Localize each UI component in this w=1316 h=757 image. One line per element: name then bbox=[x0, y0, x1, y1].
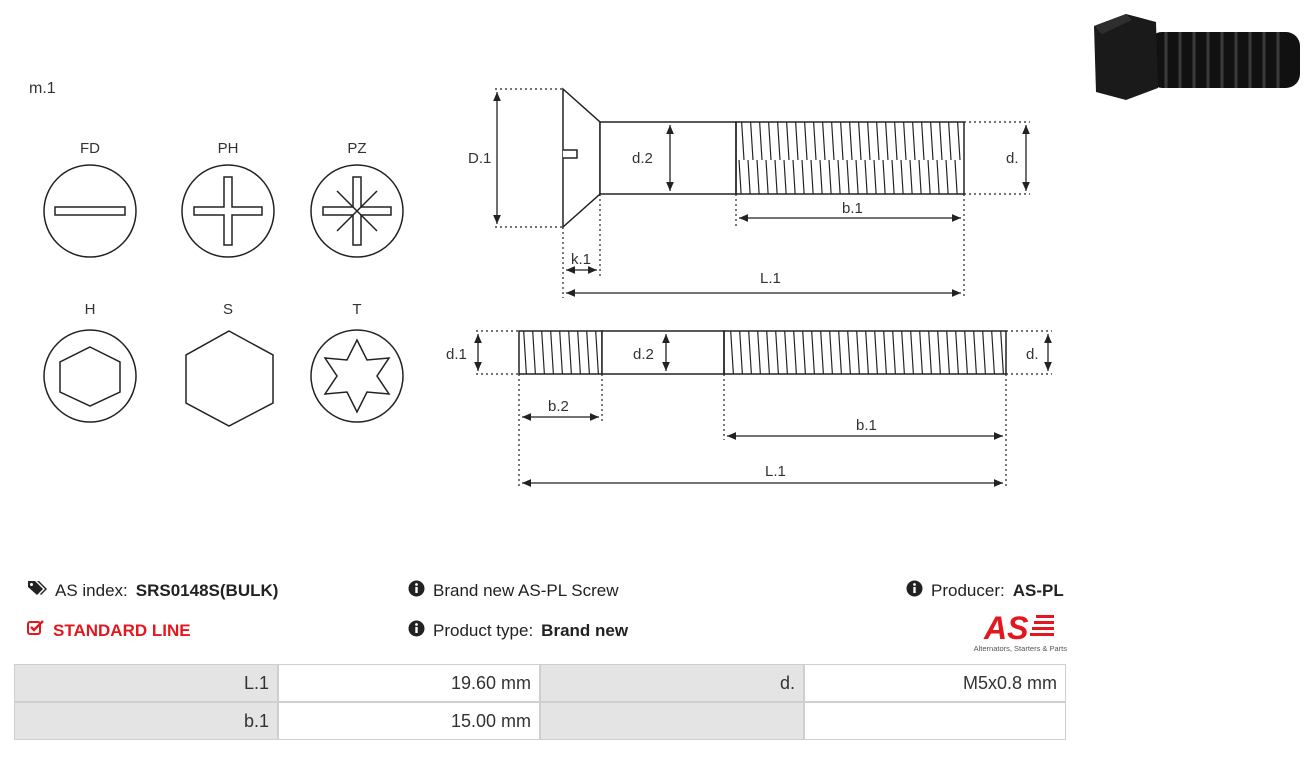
dim-label-d1: d.1 bbox=[446, 346, 467, 363]
logo-text: AS bbox=[983, 610, 1029, 646]
hex-socket-drive-icon bbox=[43, 329, 137, 423]
dim-label-d2-top: d.2 bbox=[632, 150, 653, 167]
info-icon bbox=[408, 580, 425, 602]
check-square-icon bbox=[27, 620, 45, 641]
spec-value: 15.00 mm bbox=[278, 702, 540, 740]
standard-line-label: STANDARD LINE bbox=[53, 620, 191, 640]
dim-label-b2: b.2 bbox=[548, 398, 569, 415]
product-photo bbox=[1094, 14, 1300, 100]
slotted-drive-icon bbox=[43, 164, 137, 258]
as-index-label: AS index: bbox=[55, 580, 128, 600]
spec-value bbox=[804, 702, 1066, 740]
as-index-value: SRS0148S(BULK) bbox=[135, 580, 279, 600]
info-icon bbox=[408, 620, 425, 642]
producer-value: AS-PL bbox=[1012, 581, 1064, 600]
spec-key bbox=[540, 702, 804, 740]
stud-bolt bbox=[518, 330, 1007, 375]
dim-label-L1-top: L.1 bbox=[760, 270, 781, 287]
standard-line-row: STANDARD LINE bbox=[27, 620, 191, 641]
as-index-row: AS index: SRS0148S(BULK) bbox=[27, 580, 278, 601]
spec-table: L.1 19.60 mm d. M5x0.8 mm b.1 15.00 mm bbox=[14, 664, 1066, 740]
spec-key: b.1 bbox=[14, 702, 278, 740]
producer-label: Producer: bbox=[931, 581, 1005, 600]
product-type-label: Product type: bbox=[433, 621, 534, 640]
producer-row: Producer: AS-PL bbox=[906, 580, 1064, 602]
dim-label-D1: D.1 bbox=[468, 150, 491, 167]
torx-drive-icon bbox=[310, 329, 404, 423]
as-logo: AS Alternators, Starters & Parts bbox=[964, 608, 1068, 654]
product-type-row: Product type: Brand new bbox=[408, 620, 628, 642]
brand-row: Brand new AS-PL Screw bbox=[408, 580, 619, 602]
dim-label-d-bottom: d. bbox=[1026, 346, 1039, 363]
dim-label-b1-bottom: b.1 bbox=[856, 417, 877, 434]
spec-key: L.1 bbox=[14, 664, 278, 702]
dim-label-b1-top: b.1 bbox=[842, 200, 863, 217]
drive-label-ph: PH bbox=[218, 140, 239, 157]
table-row: b.1 15.00 mm bbox=[14, 702, 1066, 740]
drive-label-pz: PZ bbox=[347, 140, 366, 157]
pozidriv-drive-icon bbox=[310, 164, 404, 258]
product-type-value: Brand new bbox=[541, 621, 629, 640]
diagram-title: m.1 bbox=[29, 80, 56, 97]
drive-label-fd: FD bbox=[80, 140, 100, 157]
drive-label-h: H bbox=[85, 301, 96, 318]
countersunk-screw bbox=[562, 87, 965, 229]
spec-key: d. bbox=[540, 664, 804, 702]
phillips-drive-icon bbox=[181, 164, 275, 258]
spec-value: M5x0.8 mm bbox=[804, 664, 1066, 702]
info-icon bbox=[906, 580, 923, 602]
drive-label-s: S bbox=[223, 301, 233, 318]
dim-label-L1-bottom: L.1 bbox=[765, 463, 786, 480]
dim-label-d2-bottom: d.2 bbox=[633, 346, 654, 363]
brand-text: Brand new AS-PL Screw bbox=[433, 581, 619, 600]
tags-icon bbox=[27, 580, 47, 601]
dim-label-d-top: d. bbox=[1006, 150, 1019, 167]
screw-dimension-diagram: D.1 d.2 d. b.1 k.1 L.1 d.1 d.2 d. b.2 b.… bbox=[446, 87, 1052, 488]
spec-value: 19.60 mm bbox=[278, 664, 540, 702]
hex-head-drive-icon bbox=[185, 330, 274, 427]
logo-tagline: Alternators, Starters & Parts bbox=[974, 644, 1068, 653]
dim-label-k1: k.1 bbox=[571, 251, 591, 268]
drive-types-diagram: FD PH PZ H S T bbox=[43, 140, 404, 427]
table-row: L.1 19.60 mm d. M5x0.8 mm bbox=[14, 664, 1066, 702]
drive-label-t: T bbox=[352, 301, 361, 318]
